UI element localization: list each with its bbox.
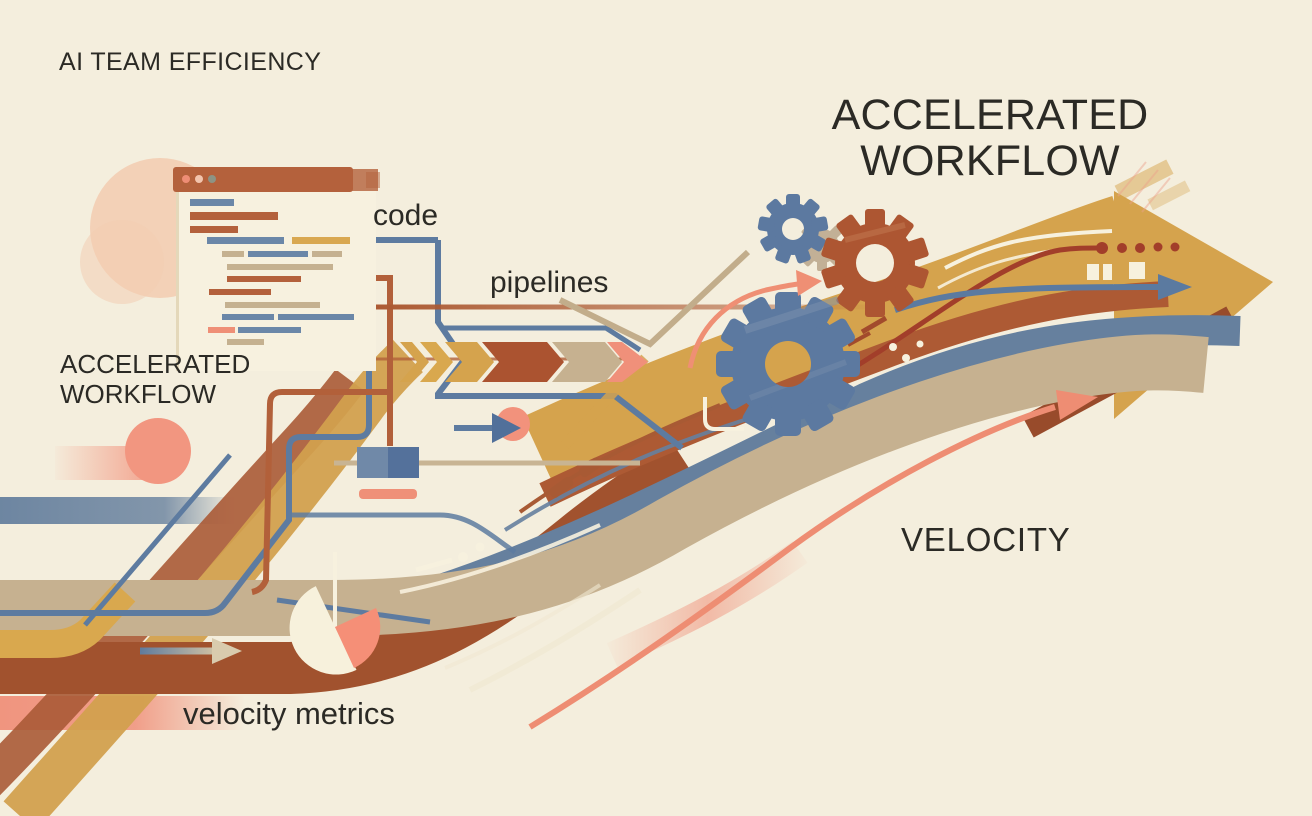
pipeline-chevron-arrow-icon [400,342,648,382]
metric-arrow-bottom [140,638,242,664]
salmon-blob [55,418,191,484]
salmon-hatch-texture [1117,161,1171,213]
pie-chart-icon [289,552,381,675]
velocity-label: VELOCITY [901,521,1071,558]
rust-diagonal-ribbon [0,369,365,796]
blue-progress-arrow [894,274,1192,313]
blue-band-left [0,497,235,524]
code-label: code [373,199,439,232]
arrow-brush-smear [1114,159,1174,201]
window-dot [182,175,190,183]
gear-icon-rust [821,209,929,317]
side-caption-line-1: ACCELERATED [60,349,251,379]
salmon-bar [359,489,417,499]
code-lines [190,199,354,345]
window-titlebar [173,167,353,192]
kicker-label: AI TEAM EFFICIENCY [59,48,322,76]
gear-icon-small-blue [757,194,829,264]
dotted-trail-icon [828,242,1180,385]
metric-arrow-mid [454,407,530,443]
window-dot [195,175,203,183]
page-title: ACCELERATED WORKFLOW [790,92,1190,184]
title-line-1: ACCELERATED [831,91,1149,139]
tan-ribbon [0,334,1209,636]
status-squares [1087,262,1145,280]
velocity-curve-arrow-icon [528,390,1098,730]
arrow-brush-smear [1147,180,1191,211]
pipelines-label: pipelines [490,266,609,299]
side-caption-line-2: WORKFLOW [60,379,216,409]
code-window-icon [173,167,380,371]
blue-node [357,447,419,499]
gear-cycle-arrow-icon [687,270,822,369]
gear-icon-large-blue [716,292,860,436]
title-line-2: WORKFLOW [860,137,1120,185]
window-dot [208,175,216,183]
rust-ribbon-stripe [539,281,1169,507]
velocity-metrics-label: velocity metrics [183,696,395,731]
gold-merge-stripe [0,582,136,658]
side-caption: ACCELERATED WORKFLOW [60,349,250,409]
